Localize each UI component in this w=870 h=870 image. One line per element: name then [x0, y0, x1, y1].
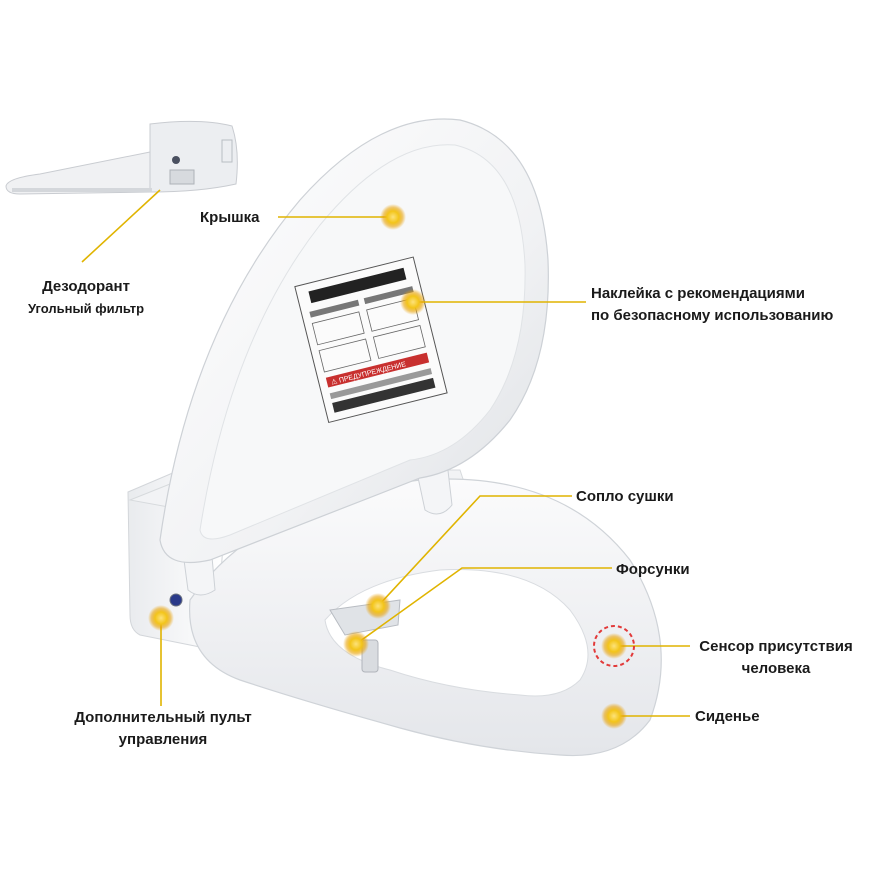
label-deodorant: Дезодорант Угольный фильтр — [12, 276, 160, 320]
marker-remote-icon — [148, 605, 174, 631]
label-remote-line2: управления — [118, 731, 208, 748]
leader-line-nozzles — [355, 567, 612, 645]
marker-dryer-icon — [365, 593, 391, 619]
marker-sticker-icon — [400, 289, 426, 315]
label-sensor: Сенсор присутствия человека — [690, 636, 862, 680]
marker-nozzles-icon — [343, 631, 369, 657]
marker-sensor-icon — [601, 633, 627, 659]
label-deodorant-title: Дезодорант — [42, 278, 130, 295]
side-view-thumbnail — [5, 120, 238, 195]
label-sensor-line2: человека — [741, 660, 811, 677]
label-seat: Сиденье — [695, 708, 760, 725]
sensor-ring-icon — [593, 625, 635, 667]
label-sticker-line1: Наклейка с рекомендациями — [591, 285, 805, 302]
label-remote-line1: Дополнительный пульт — [74, 709, 252, 726]
label-sensor-line1: Сенсор присутствия — [699, 638, 853, 655]
label-remote: Дополнительный пульт управления — [60, 707, 266, 751]
label-deodorant-sub: Угольный фильтр — [27, 301, 145, 316]
remote-button — [169, 593, 183, 607]
label-nozzles: Форсунки — [616, 561, 690, 578]
label-dryer: Сопло сушки — [576, 488, 674, 505]
label-lid: Крышка — [200, 209, 260, 226]
marker-seat-icon — [601, 703, 627, 729]
leader-line-deodorant — [81, 189, 161, 263]
marker-lid-icon — [380, 204, 406, 230]
leader-lines — [81, 189, 690, 717]
label-sticker: Наклейка с рекомендациями по безопасному… — [591, 283, 833, 327]
leader-line-dryer — [377, 495, 572, 607]
label-sticker-line2: по безопасному использованию — [591, 307, 834, 324]
markers — [148, 204, 635, 729]
